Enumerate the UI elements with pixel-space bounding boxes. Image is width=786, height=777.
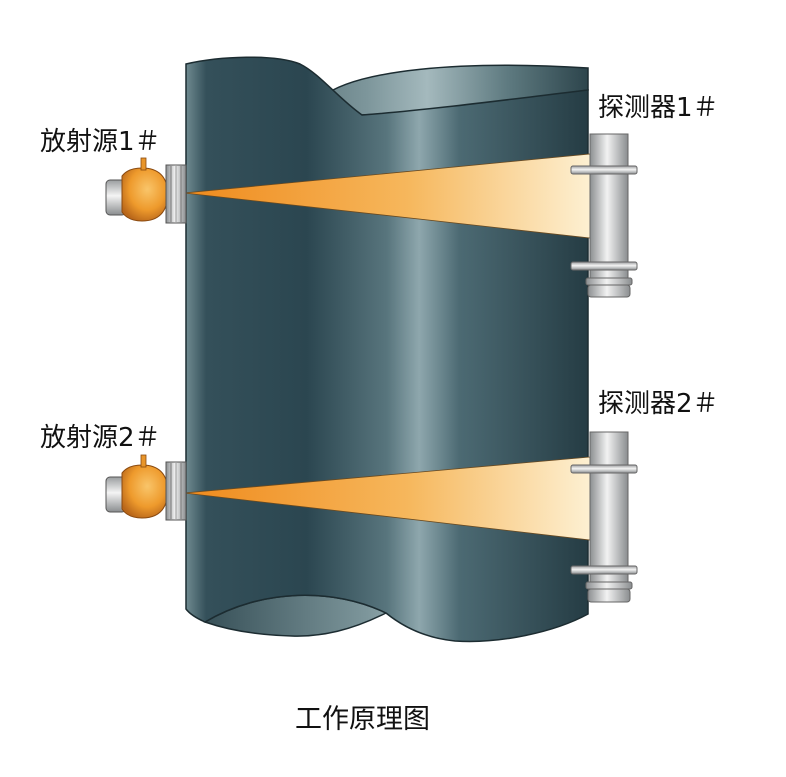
source-pin <box>140 454 147 468</box>
detector-base <box>587 588 631 603</box>
detector-bracket-top <box>570 464 638 474</box>
detector-base-ring <box>585 277 633 286</box>
source-2-label: 放射源2＃ <box>40 423 161 453</box>
detector-bracket-bottom <box>570 565 638 575</box>
source-capsule <box>121 464 169 519</box>
detector-2 <box>570 431 638 603</box>
source-capsule <box>121 167 169 222</box>
pipe <box>185 56 589 643</box>
radiation-source-1 <box>105 157 187 224</box>
detector-base <box>587 284 631 298</box>
diagram-caption: 工作原理图 <box>295 704 430 735</box>
source-1-label: 放射源1＃ <box>40 127 161 157</box>
detector-base-ring <box>585 581 633 590</box>
detector-body <box>589 133 629 281</box>
detector-1 <box>570 133 638 298</box>
radiation-source-2 <box>105 454 187 521</box>
pipe-body <box>185 56 589 643</box>
detector-bracket-bottom <box>570 261 638 271</box>
source-pin <box>140 157 147 171</box>
detector-bracket-top <box>570 165 638 175</box>
detector-2-label: 探测器2＃ <box>598 389 719 419</box>
detector-1-label: 探测器1＃ <box>598 93 719 123</box>
detector-body <box>589 431 629 585</box>
